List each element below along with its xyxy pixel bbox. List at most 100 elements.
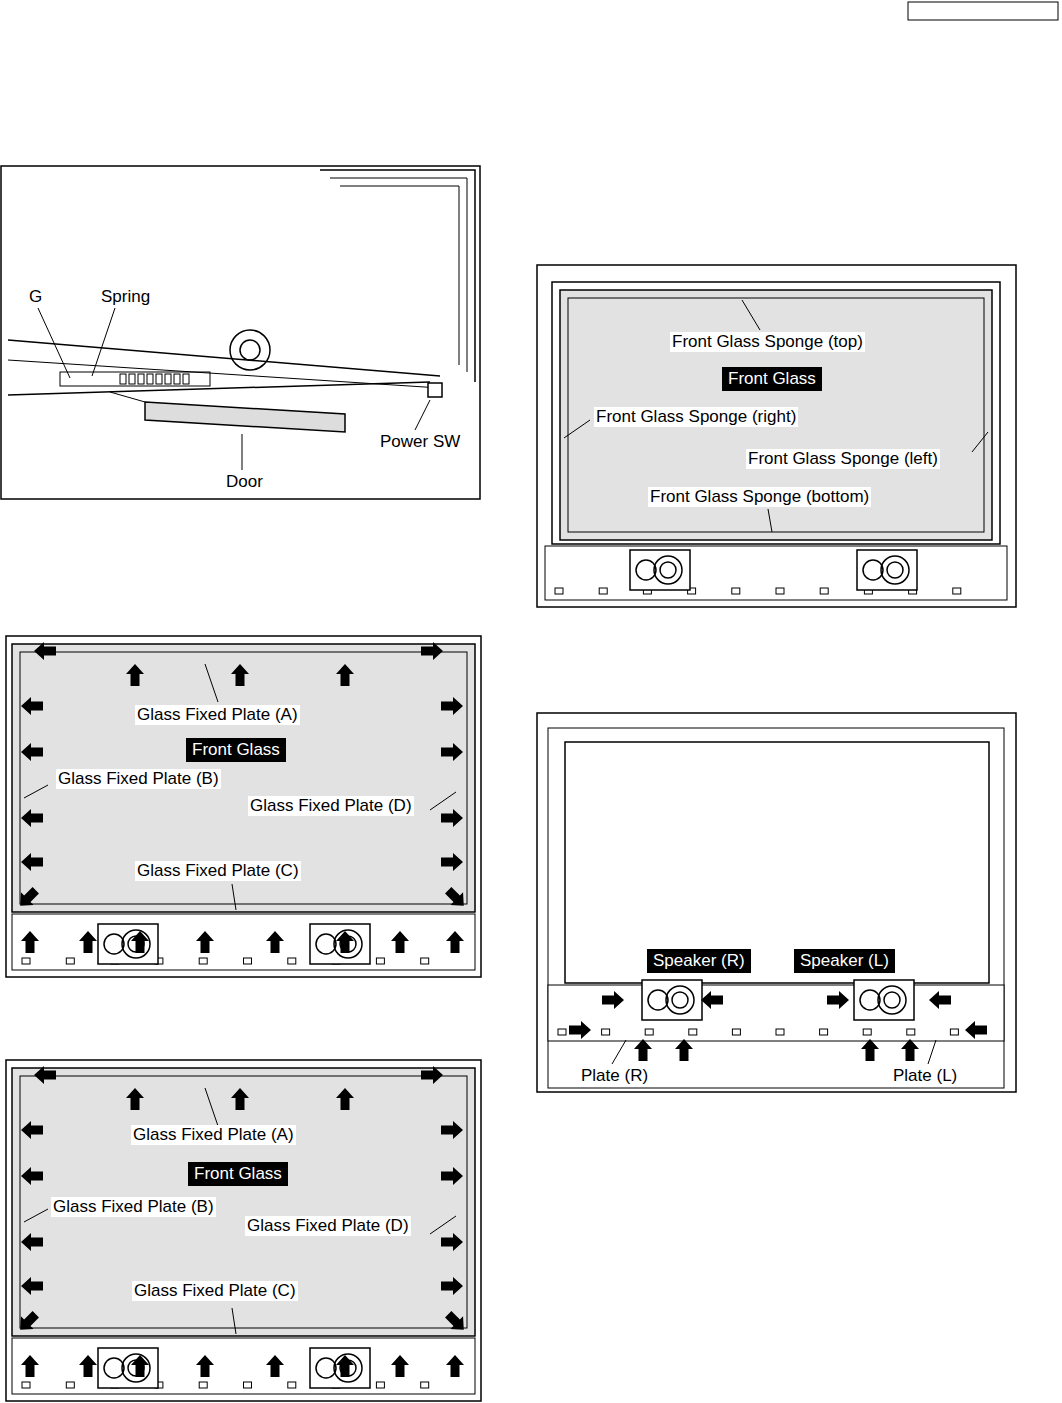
outline (6, 636, 481, 977)
direction-arrow (21, 1355, 39, 1377)
outline (630, 550, 690, 590)
direction-arrow (602, 991, 624, 1009)
leader-line (340, 186, 459, 365)
door-part (145, 402, 345, 432)
leader-line (768, 509, 772, 532)
outline (12, 914, 475, 970)
direction-arrow (446, 931, 464, 953)
direction-arrow (34, 642, 56, 660)
leader-line (320, 170, 475, 382)
outline (907, 1029, 915, 1035)
leader-line (430, 792, 456, 810)
part-label: Front Glass Sponge (top) (670, 332, 865, 352)
leader-line (564, 420, 590, 438)
outline (776, 1029, 784, 1035)
outline (820, 1029, 828, 1035)
leader-line (742, 300, 760, 330)
direction-arrow (701, 991, 723, 1009)
direction-arrow (21, 1167, 43, 1185)
part-label: Plate (L) (891, 1066, 959, 1086)
part-label: Plate (R) (579, 1066, 650, 1086)
outline (642, 980, 702, 1020)
outline (537, 713, 1016, 1092)
direction-arrow (126, 1088, 144, 1110)
part-label: Glass Fixed Plate (A) (131, 1125, 296, 1145)
outline (147, 374, 153, 384)
direction-arrow (336, 1355, 354, 1377)
box-text: Front Glass (192, 740, 280, 760)
outline (138, 374, 144, 384)
outline (6, 1060, 481, 1401)
direction-arrow (421, 642, 443, 660)
outline (820, 588, 828, 594)
outline (165, 374, 171, 384)
direction-arrow (827, 991, 849, 1009)
box-text: Speaker (R) (653, 951, 745, 971)
outline (22, 958, 30, 964)
outline (953, 588, 961, 594)
outline (1, 166, 480, 499)
outline (545, 546, 1007, 600)
part-circle (122, 1354, 150, 1382)
direction-arrow (441, 1167, 463, 1185)
direction-arrow (861, 1039, 879, 1061)
part-circle (660, 562, 676, 578)
part-circle (316, 1358, 336, 1378)
direction-arrow (14, 884, 42, 912)
outline (244, 1382, 252, 1388)
leader-line (24, 1209, 48, 1222)
part-label: Glass Fixed Plate (C) (135, 861, 301, 881)
part-circle (240, 340, 260, 360)
outline (98, 1348, 158, 1388)
direction-arrow (21, 853, 43, 871)
label-box: Speaker (R) (647, 949, 751, 973)
outline (552, 282, 1000, 544)
direction-arrow (231, 664, 249, 686)
part-circle (863, 560, 883, 580)
outline (565, 742, 989, 983)
outline (908, 2, 1058, 20)
direction-arrow (569, 1021, 591, 1039)
part-circle (887, 562, 903, 578)
part-circle (672, 992, 688, 1008)
outline (863, 1029, 871, 1035)
outline (120, 374, 126, 384)
part-label: Power SW (378, 432, 462, 452)
leader-line (612, 1040, 626, 1064)
part-circle (648, 990, 668, 1010)
part-circle (878, 986, 906, 1014)
outline (548, 728, 1004, 1088)
label-box: Speaker (L) (794, 949, 895, 973)
direction-arrow (21, 931, 39, 953)
outline (288, 1382, 296, 1388)
outline (98, 924, 158, 964)
leader-line (972, 432, 988, 452)
direction-arrow (21, 1277, 43, 1295)
part-label: Glass Fixed Plate (C) (132, 1281, 298, 1301)
outline (555, 588, 563, 594)
leader-line (92, 308, 115, 376)
outline (310, 1348, 370, 1388)
direction-arrow (126, 664, 144, 686)
outline (12, 1068, 475, 1336)
part-circle (104, 934, 124, 954)
part-circle (316, 934, 336, 954)
outline (22, 1382, 30, 1388)
part-circle (654, 556, 682, 584)
direction-arrow (79, 1355, 97, 1377)
direction-arrow (441, 1121, 463, 1139)
outline (20, 1076, 467, 1328)
direction-arrow (391, 931, 409, 953)
direction-arrow (231, 1088, 249, 1110)
direction-arrow (442, 1308, 470, 1336)
direction-arrow (196, 1355, 214, 1377)
direction-arrow (675, 1039, 693, 1061)
outline (776, 588, 784, 594)
direction-arrow (79, 931, 97, 953)
leader-line (38, 308, 70, 378)
outline (376, 1382, 384, 1388)
part-label: Glass Fixed Plate (B) (51, 1197, 216, 1217)
outline (199, 1382, 207, 1388)
